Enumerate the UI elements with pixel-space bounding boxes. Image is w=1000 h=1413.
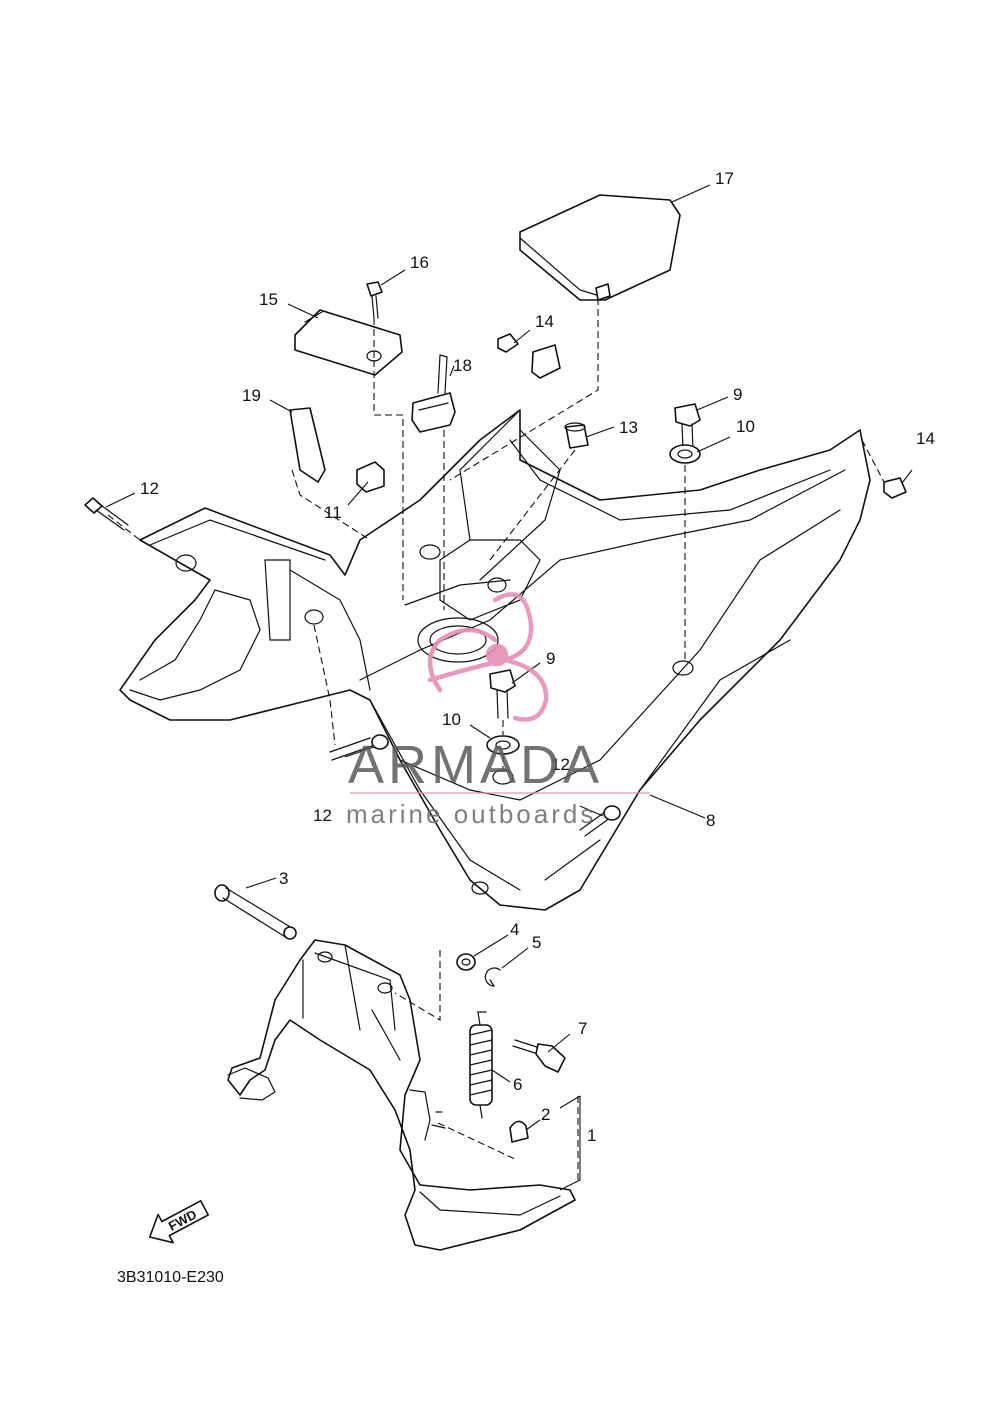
spring-part-6	[469, 1011, 493, 1119]
holder-part-18	[411, 354, 456, 433]
callout-19: 19	[242, 386, 261, 405]
cap-part-2	[509, 1120, 529, 1143]
shaft-part-3	[214, 884, 297, 940]
callout-14-right: 14	[916, 429, 935, 448]
callout-8: 8	[706, 811, 715, 830]
watermark-tagline: marine outboards	[346, 799, 596, 829]
washer-part-4	[456, 953, 476, 971]
clip-part-11	[356, 461, 385, 493]
bolt-part-7	[512, 1039, 566, 1073]
nut-part-14-top	[497, 333, 561, 379]
washer-part-10-lower	[486, 735, 520, 755]
fwd-direction-arrow: FWD	[148, 1200, 210, 1244]
callout-11: 11	[324, 503, 342, 522]
flange-bolt-part-9-upper	[674, 403, 701, 451]
callout-7: 7	[578, 1019, 587, 1038]
callout-18: 18	[453, 356, 472, 375]
callout-9-upper: 9	[733, 385, 742, 404]
flange-bolt-part-9-lower	[489, 669, 516, 719]
callout-17: 17	[715, 169, 734, 188]
armada-logo-mark	[427, 592, 549, 722]
callout-2: 2	[541, 1105, 550, 1124]
guide-part-19	[289, 407, 326, 483]
callout-3: 3	[279, 869, 288, 888]
callout-12-left: 12	[140, 479, 159, 498]
callout-16: 16	[410, 253, 429, 272]
callout-14-top: 14	[535, 312, 554, 331]
callout-1: 1	[587, 1126, 596, 1145]
bolt-part-12-left	[84, 497, 129, 531]
callout-12-right: 12	[551, 755, 570, 774]
callout-13: 13	[619, 418, 638, 437]
screw-part-16	[366, 281, 383, 319]
bolt-part-12-lower	[329, 734, 389, 761]
fwd-label: FWD	[166, 1207, 199, 1234]
callout-5: 5	[532, 933, 541, 952]
main-stand-part-1	[227, 939, 576, 1251]
armada-watermark: ARMADA marine outboards	[346, 592, 650, 829]
callout-leaders	[105, 184, 913, 1191]
drawing-code: 3B31010-E230	[117, 1269, 224, 1286]
callout-10-lower: 10	[442, 710, 461, 729]
pad-cover-part-17	[519, 194, 681, 301]
nut-part-14-right	[883, 477, 907, 499]
bush-part-13	[564, 422, 589, 449]
callout-12-lower: 12	[313, 806, 332, 825]
callout-10-upper: 10	[736, 417, 755, 436]
callout-4: 4	[510, 920, 519, 939]
callout-15: 15	[259, 290, 278, 309]
callout-numbers: 1 2 3 4 5 6 7 8 9 9 10 10 11 12 12 12 13…	[140, 169, 935, 1145]
callout-9-lower: 9	[546, 649, 555, 668]
washer-part-10-upper	[669, 444, 701, 464]
cover-plate-part-15	[294, 309, 403, 376]
callout-6: 6	[513, 1075, 522, 1094]
watermark-brand: ARMADA	[348, 735, 603, 795]
circlip-part-5	[484, 967, 501, 987]
